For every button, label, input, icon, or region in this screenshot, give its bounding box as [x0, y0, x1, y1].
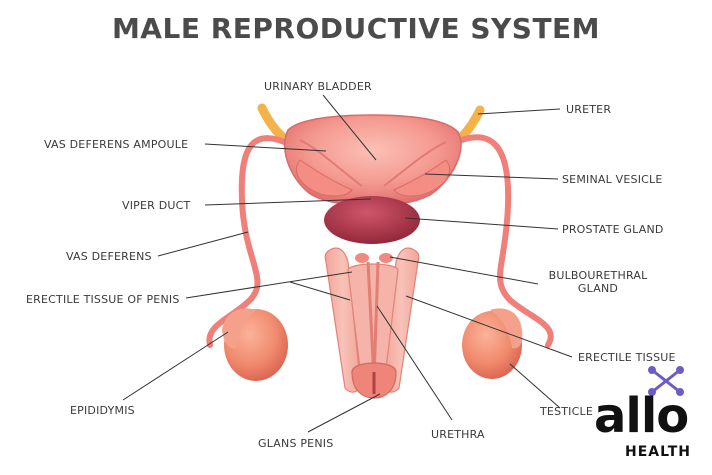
leader-vas-deferens-ampoule [204, 143, 327, 152]
testicle-right-shape [462, 308, 523, 379]
leader-erectile-tissue-of-penis [185, 271, 353, 299]
prostate-gland-shape [324, 196, 420, 244]
label-erectile-tissue-of-penis: ERECTILE TISSUE OF PENIS [26, 293, 180, 306]
label-erectile-tissue: ERECTILE TISSUE [578, 351, 676, 364]
leader-lines [122, 94, 573, 433]
label-glans-penis: GLANS PENIS [258, 437, 334, 450]
label-prostate-gland: PROSTATE GLAND [562, 223, 664, 236]
label-vas-deferens-ampoule: VAS DEFERENS AMPOULE [44, 138, 189, 151]
label-urethra: URETHRA [431, 428, 485, 441]
label-ureter: URETER [566, 103, 612, 116]
testicle-left-shape [222, 308, 288, 381]
leader-ureter [477, 108, 561, 115]
urinary-bladder-shape [283, 114, 462, 205]
leader-prostate-gland [404, 217, 559, 230]
leader-vas-deferens [157, 231, 249, 257]
leader-seminal-vesicle [424, 173, 559, 180]
label-seminal-vesicle: SEMINAL VESICLE [562, 173, 663, 186]
diagram-title: MALE REPRODUCTIVE SYSTEM [111, 12, 601, 45]
seminal-vesicle-right [393, 159, 450, 197]
vas-deferens-right-tube [437, 134, 554, 348]
label-bulbourethral-line2: GLAND [577, 282, 619, 295]
label-urinary-bladder: URINARY BLADDER [264, 80, 372, 93]
leader-erectile-tissue [405, 295, 573, 358]
allo-brand-mark-icon [648, 366, 684, 396]
brand-wordmark: allo [594, 388, 689, 444]
label-vas-deferens: VAS DEFERENS [66, 250, 152, 263]
leader-viper-duct [204, 198, 372, 206]
label-testicle: TESTICLE [540, 405, 593, 418]
bulbourethral-gland-left [355, 253, 369, 263]
leader-glans-penis [307, 393, 381, 433]
leader-erectile-tissue-of-penis-b [289, 281, 351, 301]
penis-shaft [324, 247, 420, 393]
leader-testicle [509, 363, 561, 409]
label-bulbourethral-line1: BULBOURETHRAL [548, 269, 648, 282]
seminal-vesicle-left [296, 159, 353, 197]
label-epididymis: EPIDIDYMIS [70, 404, 135, 417]
brand-subtitle: HEALTH [625, 444, 691, 460]
leader-urinary-bladder [322, 94, 377, 161]
label-bulbourethral-gland: BULBOURETHRAL GLAND [543, 269, 653, 295]
bulbourethral-gland-right [379, 253, 393, 263]
label-viper-duct: VIPER DUCT [122, 199, 191, 212]
leader-bulbourethral [389, 256, 539, 285]
leader-urethra [376, 305, 453, 421]
leader-epididymis [122, 331, 229, 401]
